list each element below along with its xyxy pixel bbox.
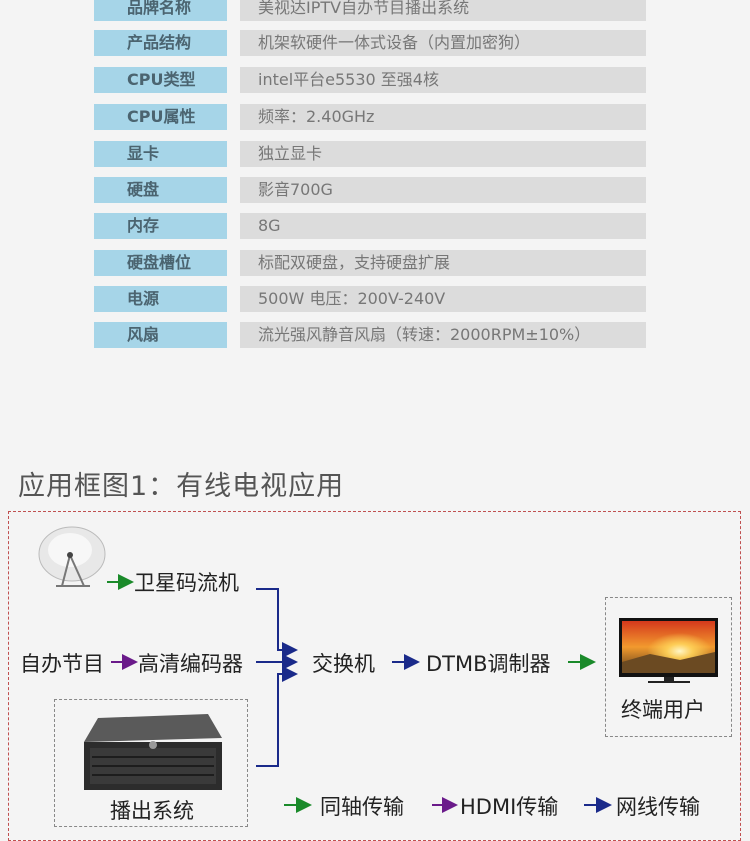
hd-encoder-label: 高清编码器 [138, 652, 243, 676]
spec-row-fan: 风扇 流光强风静音风扇（转速：2000RPM±10%） [94, 322, 646, 348]
spec-row-cpu-attr: CPU属性 频率：2.40GHz [94, 104, 646, 130]
satellite-receiver-label: 卫星码流机 [134, 571, 239, 595]
network-line-receiver [256, 588, 298, 658]
spec-row-memory: 内存 8G [94, 213, 646, 239]
spec-value: 美视达IPTV自办节目播出系统 [240, 0, 646, 21]
spec-value: 频率：2.40GHz [240, 104, 646, 130]
spec-row-power: 电源 500W 电压：200V-240V [94, 286, 646, 312]
spec-key: 硬盘 [94, 177, 227, 203]
spec-row-structure: 产品结构 机架软硬件一体式设备（内置加密狗） [94, 30, 646, 56]
spec-key: CPU属性 [94, 104, 227, 130]
spec-key: 硬盘槽位 [94, 250, 227, 276]
spec-value: 8G [240, 213, 646, 239]
spec-key: 电源 [94, 286, 227, 312]
spec-row-brand: 品牌名称 美视达IPTV自办节目播出系统 [94, 0, 646, 21]
spec-value: 影音700G [240, 177, 646, 203]
spec-value: 独立显卡 [240, 141, 646, 167]
rack-server-icon [84, 714, 222, 790]
spec-value: 500W 电压：200V-240V [240, 286, 646, 312]
spec-key: 风扇 [94, 322, 227, 348]
spec-value: 标配双硬盘，支持硬盘扩展 [240, 250, 646, 276]
tv-icon [619, 618, 718, 683]
legend-network-label: 网线传输 [616, 795, 700, 819]
spec-key: 品牌名称 [94, 0, 227, 21]
spec-row-cpu-type: CPU类型 intel平台e5530 至强4核 [94, 67, 646, 93]
terminal-user-label: 终端用户 [621, 698, 705, 722]
broadcast-system-label: 播出系统 [110, 799, 194, 823]
network-line-broadcast [256, 666, 298, 767]
spec-value: 流光强风静音风扇（转速：2000RPM±10%） [240, 322, 646, 348]
legend-hdmi-label: HDMI传输 [460, 795, 559, 819]
spec-key: CPU类型 [94, 67, 227, 93]
spec-value: 机架软硬件一体式设备（内置加密狗） [240, 30, 646, 56]
spec-row-disk-slot: 硬盘槽位 标配双硬盘，支持硬盘扩展 [94, 250, 646, 276]
self-program-label: 自办节目 [20, 652, 104, 676]
satellite-dish-icon [38, 526, 106, 587]
terminal-user-box [605, 597, 732, 737]
switch-label: 交换机 [312, 652, 375, 676]
spec-key: 内存 [94, 213, 227, 239]
spec-row-disk: 硬盘 影音700G [94, 177, 646, 203]
spec-key: 显卡 [94, 141, 227, 167]
section-title: 应用框图1：有线电视应用 [18, 471, 345, 502]
dtmb-modulator-label: DTMB调制器 [426, 652, 551, 676]
spec-key: 产品结构 [94, 30, 227, 56]
spec-row-gpu: 显卡 独立显卡 [94, 141, 646, 167]
legend-coax-label: 同轴传输 [320, 795, 404, 819]
spec-value: intel平台e5530 至强4核 [240, 67, 646, 93]
